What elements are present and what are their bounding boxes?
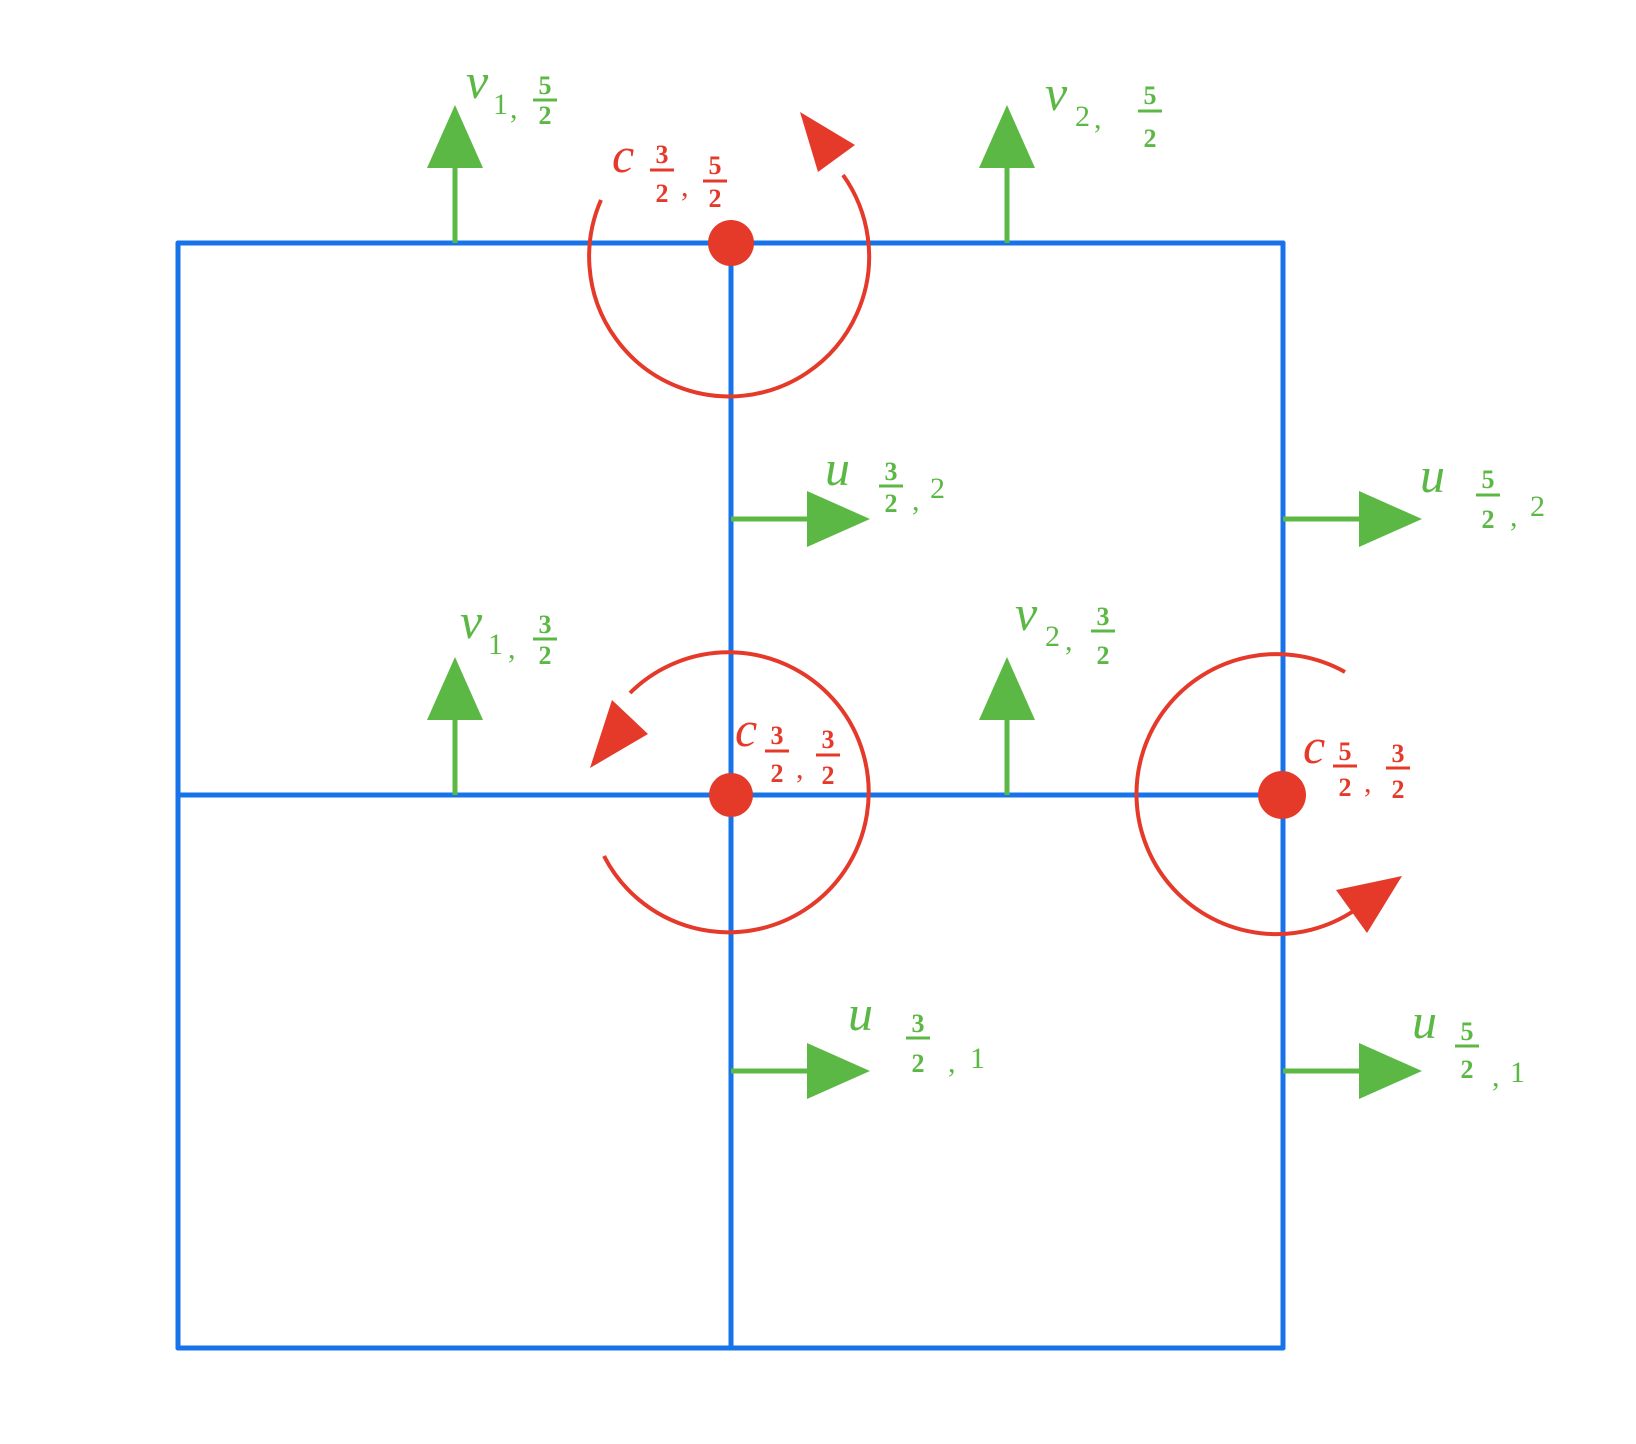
circulation-arc bbox=[1134, 652, 1357, 937]
u-arrow-32-2 bbox=[731, 491, 870, 547]
svg-text:2: 2 bbox=[912, 1049, 925, 1078]
svg-text:5: 5 bbox=[1461, 1017, 1474, 1046]
svg-text:2: 2 bbox=[539, 641, 552, 670]
svg-text:2: 2 bbox=[822, 761, 835, 790]
circulation-arc bbox=[602, 650, 871, 935]
svg-text:2: 2 bbox=[1339, 773, 1352, 802]
svg-text:3: 3 bbox=[771, 721, 784, 750]
u-arrow-52-1 bbox=[1283, 1043, 1422, 1099]
svg-text:3: 3 bbox=[885, 457, 898, 486]
svg-text:2: 2 bbox=[539, 101, 552, 130]
svg-text:,: , bbox=[510, 92, 518, 125]
u-arrow-32-1 bbox=[731, 1043, 870, 1099]
svg-text:,: , bbox=[1094, 102, 1102, 135]
node-dot bbox=[1258, 771, 1306, 819]
node-dot bbox=[708, 220, 754, 266]
svg-text:u: u bbox=[848, 985, 873, 1041]
svg-text:2: 2 bbox=[771, 759, 784, 788]
circulation-32-52 bbox=[587, 112, 872, 399]
label-c-32-32: c 3 2 , 3 2 bbox=[735, 701, 840, 790]
svg-text:c: c bbox=[612, 127, 634, 183]
svg-text:3: 3 bbox=[822, 725, 835, 754]
circulation-arrowhead bbox=[1336, 876, 1402, 933]
svg-text:2: 2 bbox=[1482, 505, 1495, 534]
svg-text:2: 2 bbox=[885, 489, 898, 518]
svg-text:1: 1 bbox=[1510, 1056, 1525, 1089]
svg-text:,: , bbox=[508, 632, 516, 665]
label-v-1-52: v 1 , 5 2 bbox=[466, 53, 557, 130]
svg-text:,: , bbox=[1492, 1060, 1500, 1093]
svg-text:3: 3 bbox=[539, 610, 552, 639]
label-u-32-1: u 3 2 , 1 bbox=[848, 985, 985, 1079]
svg-text:3: 3 bbox=[656, 140, 669, 169]
svg-text:1: 1 bbox=[493, 88, 508, 121]
svg-text:,: , bbox=[1065, 624, 1073, 657]
label-v-2-52: v 2 , 5 2 bbox=[1045, 65, 1162, 153]
circulation-arc bbox=[587, 173, 872, 399]
circulation-arrowhead bbox=[800, 112, 855, 172]
circulation-arrowhead bbox=[590, 700, 648, 768]
svg-text:c: c bbox=[1303, 718, 1325, 774]
label-v-1-32: v 1 , 3 2 bbox=[460, 593, 557, 670]
u-arrow-52-2 bbox=[1283, 491, 1422, 547]
svg-text:1: 1 bbox=[970, 1042, 985, 1075]
svg-text:v: v bbox=[466, 53, 489, 109]
svg-text:,: , bbox=[1364, 766, 1372, 799]
svg-text:,: , bbox=[948, 1046, 956, 1079]
svg-text:2: 2 bbox=[1097, 641, 1110, 670]
svg-text:5: 5 bbox=[1482, 465, 1495, 494]
v-arrow-1-32 bbox=[427, 657, 483, 795]
svg-text:1: 1 bbox=[488, 628, 503, 661]
label-u-32-2: u 3 2 , 2 bbox=[825, 440, 945, 518]
svg-text:2: 2 bbox=[709, 184, 722, 213]
v-arrow-1-52 bbox=[427, 105, 483, 243]
svg-text:5: 5 bbox=[709, 151, 722, 180]
v-arrow-2-52 bbox=[979, 105, 1035, 243]
circulation-32-32 bbox=[590, 650, 871, 935]
svg-text:2: 2 bbox=[1045, 620, 1060, 653]
svg-text:v: v bbox=[1045, 65, 1068, 121]
svg-text:3: 3 bbox=[1392, 739, 1405, 768]
svg-text:2: 2 bbox=[1392, 775, 1405, 804]
svg-text:2: 2 bbox=[1461, 1055, 1474, 1084]
svg-text:u: u bbox=[1412, 993, 1437, 1049]
label-v-2-32: v 2 , 3 2 bbox=[1015, 585, 1115, 670]
svg-text:,: , bbox=[1510, 500, 1518, 533]
svg-text:c: c bbox=[735, 701, 757, 757]
svg-text:5: 5 bbox=[1144, 81, 1157, 110]
svg-text:5: 5 bbox=[1339, 737, 1352, 766]
svg-text:2: 2 bbox=[930, 472, 945, 505]
svg-text:,: , bbox=[912, 484, 920, 517]
svg-text:,: , bbox=[681, 170, 689, 203]
label-u-52-2: u 5 2 , 2 bbox=[1420, 447, 1545, 534]
label-u-52-1: u 5 2 , 1 bbox=[1412, 993, 1525, 1093]
svg-text:u: u bbox=[1420, 447, 1445, 503]
svg-text:2: 2 bbox=[1530, 490, 1545, 523]
svg-text:5: 5 bbox=[539, 71, 552, 100]
label-c-32-52: c 3 2 , 5 2 bbox=[612, 127, 727, 213]
svg-text:v: v bbox=[460, 593, 483, 649]
circulation-52-32 bbox=[1134, 652, 1402, 937]
node-dot bbox=[709, 773, 753, 817]
svg-text:v: v bbox=[1015, 585, 1038, 641]
svg-text:2: 2 bbox=[656, 179, 669, 208]
svg-text:2: 2 bbox=[1144, 124, 1157, 153]
label-c-52-32: c 5 2 , 3 2 bbox=[1303, 718, 1410, 804]
svg-text:2: 2 bbox=[1075, 100, 1090, 133]
svg-text:,: , bbox=[796, 752, 804, 785]
svg-text:3: 3 bbox=[1097, 602, 1110, 631]
svg-text:u: u bbox=[825, 440, 850, 496]
svg-text:3: 3 bbox=[912, 1009, 925, 1038]
v-arrow-2-32 bbox=[979, 657, 1035, 795]
